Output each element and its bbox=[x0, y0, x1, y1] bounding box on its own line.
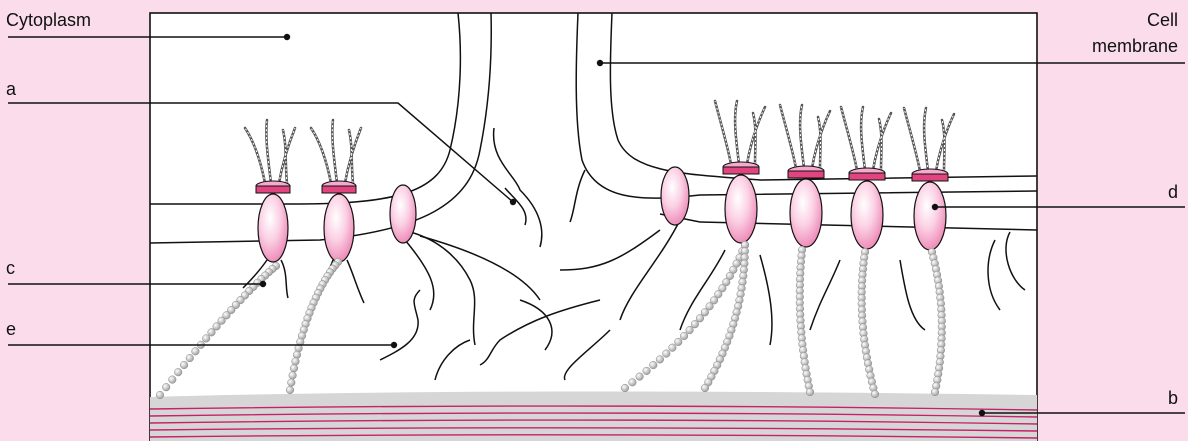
bead bbox=[169, 376, 177, 384]
bead bbox=[286, 386, 294, 394]
bead bbox=[806, 388, 814, 396]
label-e: e bbox=[6, 319, 16, 340]
bead bbox=[162, 383, 170, 391]
bead bbox=[663, 350, 671, 358]
label-b: b bbox=[1168, 388, 1178, 409]
bead bbox=[156, 391, 164, 399]
bead bbox=[192, 348, 200, 356]
bead bbox=[621, 384, 629, 392]
label-cytoplasm: Cytoplasm bbox=[6, 10, 91, 31]
bead bbox=[180, 361, 188, 369]
bead bbox=[669, 344, 677, 352]
label-a: a bbox=[6, 79, 16, 100]
bead bbox=[174, 368, 182, 376]
label-d: d bbox=[1168, 182, 1178, 203]
bead bbox=[202, 335, 210, 343]
bead bbox=[701, 384, 709, 392]
bead bbox=[931, 388, 939, 396]
bead bbox=[629, 379, 637, 387]
bead bbox=[292, 358, 300, 366]
bead bbox=[680, 332, 688, 340]
bead bbox=[675, 338, 683, 346]
bead bbox=[186, 354, 194, 362]
basement-membrane bbox=[150, 391, 1037, 441]
bead bbox=[208, 329, 216, 337]
bead bbox=[696, 315, 704, 323]
bead bbox=[636, 373, 644, 381]
bead bbox=[290, 365, 298, 373]
bead bbox=[288, 379, 296, 387]
bead bbox=[643, 367, 651, 375]
bead bbox=[213, 323, 221, 331]
membrane-protein bbox=[661, 167, 689, 225]
label-cell-membrane-line2: membrane bbox=[1092, 36, 1178, 57]
bead bbox=[691, 320, 699, 328]
bead bbox=[871, 390, 879, 398]
bead bbox=[289, 372, 297, 380]
bead bbox=[656, 356, 664, 364]
membrane-protein bbox=[390, 185, 416, 243]
label-c: c bbox=[6, 258, 15, 279]
bead bbox=[293, 351, 301, 359]
bead bbox=[650, 361, 658, 369]
label-cell-membrane-line1: Cell bbox=[1147, 10, 1178, 31]
bead bbox=[686, 326, 694, 334]
